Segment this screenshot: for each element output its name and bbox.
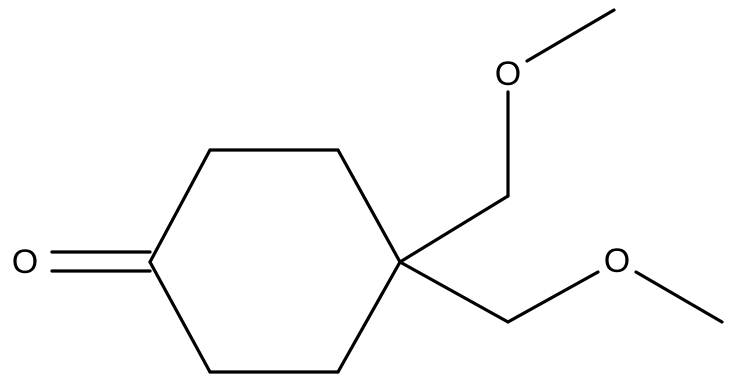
lower-ether-oxygen-label: O: [604, 242, 630, 280]
bond-c4-upper-ch2: [398, 194, 510, 264]
ketone-oxygen-label: O: [12, 243, 38, 281]
bond-c4-lower-ch2: [398, 260, 510, 324]
ring-bond-c6-c1: [148, 260, 212, 374]
bond-upper-o-ch3: [525, 8, 616, 63]
ring-bond-c3-c4: [336, 148, 402, 264]
ring-bond-c4-c5: [336, 260, 402, 374]
ring-bond-c1-c2: [148, 148, 212, 264]
upper-ether-oxygen-label: O: [495, 55, 521, 93]
bond-lower-ch2-o: [506, 270, 600, 324]
bond-lower-o-ch3: [634, 270, 724, 324]
